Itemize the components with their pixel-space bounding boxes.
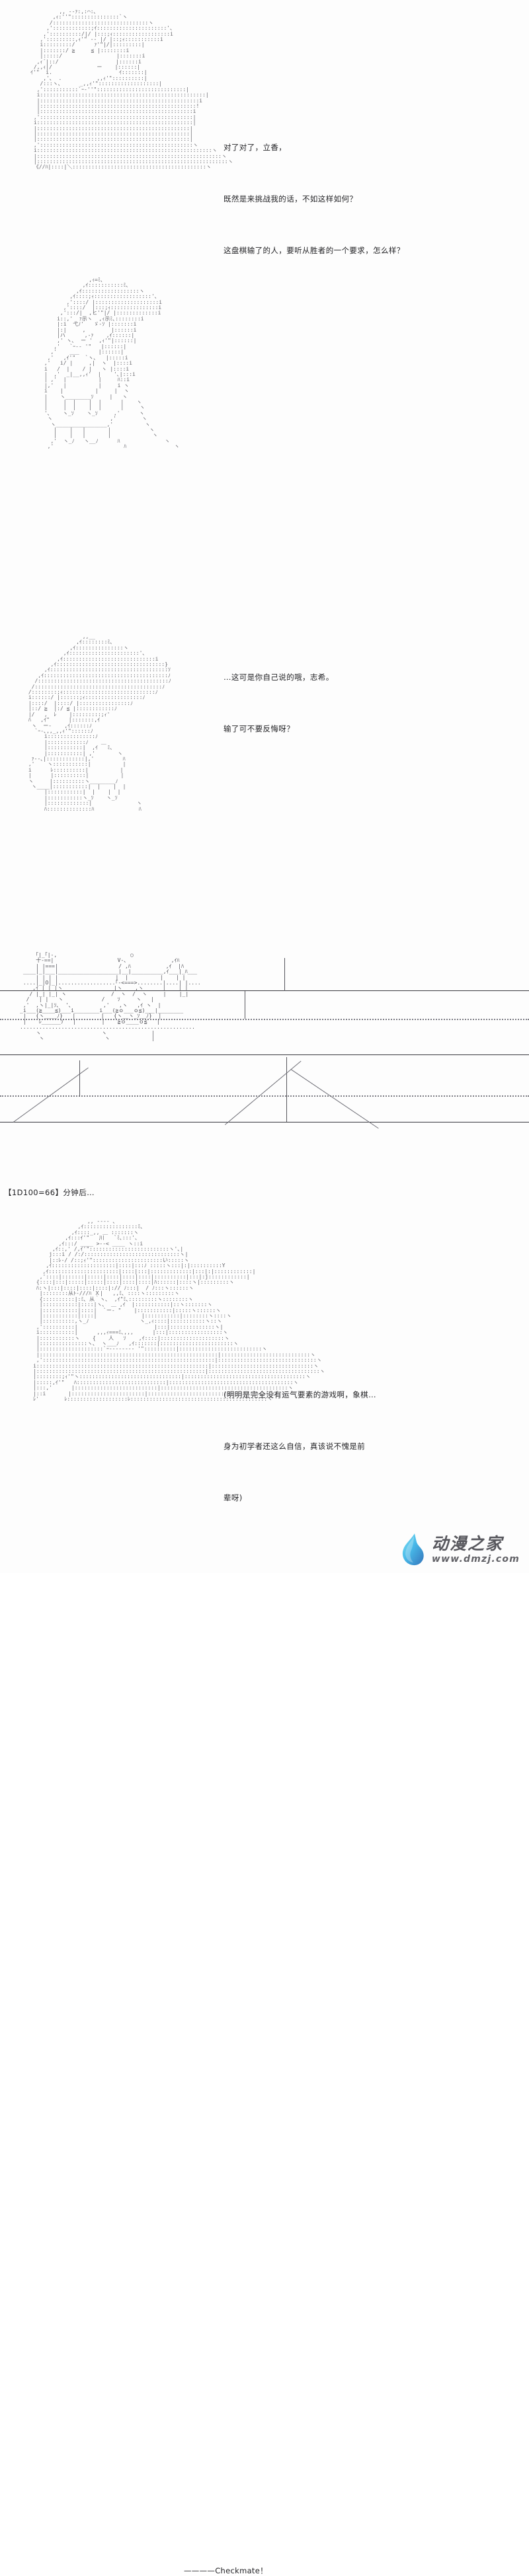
panel-3: ,,__ ,ｲ::::::::ﾐ､ ,ｲ:::::::::::::::ヽ ,ｲ:… bbox=[0, 634, 529, 1502]
dialogue-line: …这可是你自己说的哦，志希。 bbox=[224, 673, 334, 682]
flame-logo-icon bbox=[402, 1533, 424, 1566]
panel-3-dialogue: (明明是完全没有运气要素的游戏啊，象棋… 身为初学者还这么自信，真该说不愧是前 … bbox=[224, 1352, 521, 1541]
scene-diagonal bbox=[290, 1069, 379, 1129]
site-watermark: 动漫之家 www.dmzj.com bbox=[399, 1532, 520, 1566]
scene-hline bbox=[0, 1054, 529, 1055]
scene-vline bbox=[286, 1057, 287, 1122]
dialogue-line: (明明是完全没有运气要素的游戏啊，象棋… bbox=[224, 1390, 376, 1399]
panel-4-scene: ｢|_｢|‐, ○ 十‐==| V‐､ ,ｲﾊ | |===| / ,ﾊ ,ｲ … bbox=[0, 951, 529, 1143]
scene-diagonal bbox=[225, 1060, 302, 1125]
dialogue-line: 既然是来挑战我的话，不如这样如何？ bbox=[224, 194, 358, 203]
scene-hline-dotted bbox=[0, 1019, 529, 1021]
panel-5: ,, -‐‐- ､ ,ｲ:::::::::::::::::ﾐ､ ,ｲ::::_,… bbox=[0, 1218, 529, 2575]
ascii-art-character-victory: ,, -‐‐- ､ ,ｲ:::::::::::::::::ﾐ､ ,ｲ::::_,… bbox=[33, 1218, 325, 1402]
scene-vline bbox=[284, 958, 285, 991]
panel-2: ,ｨ=ﾐ､ ,ｲ:::::::::::ﾐ､ ,ｲ::::::::::::::::… bbox=[0, 277, 529, 733]
watermark-text: 动漫之家 www.dmzj.com bbox=[432, 1535, 520, 1564]
panel-2-dialogue: …这可是你自己说的哦，志希。 输了可不要反悔呀？ bbox=[224, 634, 514, 772]
dialogue-line: 身为初学者还这么自信，真该说不愧是前 bbox=[224, 1442, 366, 1451]
ascii-art-character-tomoe-koga: ,, -‐ｧ:,:⌒:､ ,ｨ:''":::::::::::::::`ヽ /::… bbox=[30, 9, 233, 170]
ascii-art-character-fujimaru-ritsuka: ,ｨ=ﾐ､ ,ｲ:::::::::::ﾐ､ ,ｲ::::::::::::::::… bbox=[44, 277, 180, 450]
dialogue-line: 输了可不要反悔呀？ bbox=[224, 724, 295, 733]
watermark-url: www.dmzj.com bbox=[431, 1553, 520, 1564]
ascii-art-character-thinking: ,,__ ,ｲ::::::::ﾐ､ ,ｲ:::::::::::::::ヽ ,ｲ:… bbox=[28, 634, 171, 812]
checkmate-text: ————Checkmate！ bbox=[184, 2566, 268, 2575]
panel-1: ,, -‐ｧ:,:⌒:､ ,ｨ:''":::::::::::::::`ヽ /::… bbox=[0, 0, 529, 255]
watermark-site-name: 动漫之家 bbox=[431, 1533, 503, 1553]
narration-dice-roll: 【1D100=66】分钟后… bbox=[4, 1187, 95, 1198]
dialogue-line: 辈呀) bbox=[224, 1493, 243, 1502]
dialogue-line: 对了对了，立香， bbox=[224, 143, 287, 152]
dialogue-line: 这盘棋输了的人，要听从胜者的一个要求，怎么样？ bbox=[224, 246, 405, 255]
scene-hline bbox=[0, 990, 529, 991]
checkmate-caption: ————Checkmate！ bbox=[184, 2565, 268, 2576]
dice-roll-text: 【1D100=66】分钟后… bbox=[4, 1188, 95, 1197]
panel-1-dialogue: 对了对了，立香， 既然是来挑战我的话，不如这样如何？ 这盘棋输了的人，要听从胜者… bbox=[224, 104, 514, 293]
scene-vline bbox=[79, 1060, 80, 1097]
ascii-art-scene-chess-table: ｢|_｢|‐, ○ 十‐==| V‐､ ,ｲﾊ | |===| / ,ﾊ ,ｲ … bbox=[20, 952, 201, 1042]
scene-hline-dotted bbox=[0, 1095, 529, 1098]
